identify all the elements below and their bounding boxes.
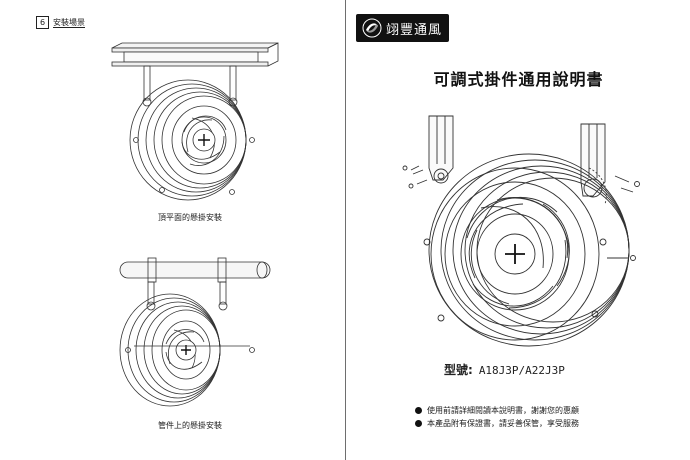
bullet-icon bbox=[415, 420, 422, 427]
note-item: 本產品附有保證書，請妥善保管，享受服務 bbox=[415, 417, 579, 430]
left-page: 6 安裝場景 bbox=[0, 0, 344, 460]
caption-pipe-mount: 管件上的懸掛安裝 bbox=[158, 421, 222, 430]
model-info: 型號: A18J3P/A22J3P bbox=[444, 361, 565, 378]
section-title: 安裝場景 bbox=[53, 18, 85, 27]
page-divider bbox=[345, 0, 346, 460]
manual-title: 可調式掛件通用說明書 bbox=[433, 70, 604, 89]
note-text: 使用前請詳細閱讀本說明書，謝謝您的惠顧 bbox=[427, 406, 579, 415]
right-page: 翊豐通風 可調式掛件通用說明書 bbox=[347, 0, 690, 460]
brand-logo: 翊豐通風 bbox=[356, 14, 449, 42]
caption-ceiling-mount: 頂平面的懸掛安裝 bbox=[158, 213, 222, 222]
section-number: 6 bbox=[36, 16, 49, 29]
note-text: 本產品附有保證書，請妥善保管，享受服務 bbox=[427, 419, 579, 428]
brand-logo-icon bbox=[362, 18, 382, 38]
fan-product-illustration bbox=[402, 115, 640, 347]
model-number: A18J3P/A22J3P bbox=[478, 364, 565, 377]
usage-notes: 使用前請詳細閱讀本說明書，謝謝您的惠顧 本產品附有保證書，請妥善保管，享受服務 bbox=[415, 404, 579, 430]
section-header: 6 安裝場景 bbox=[36, 16, 85, 29]
bullet-icon bbox=[415, 407, 422, 414]
note-item: 使用前請詳細閱讀本說明書，謝謝您的惠顧 bbox=[415, 404, 579, 417]
pipe-mount-illustration bbox=[119, 257, 271, 407]
model-label: 型號: bbox=[444, 363, 473, 377]
brand-name: 翊豐通風 bbox=[386, 22, 443, 38]
ceiling-mount-illustration bbox=[111, 42, 279, 201]
